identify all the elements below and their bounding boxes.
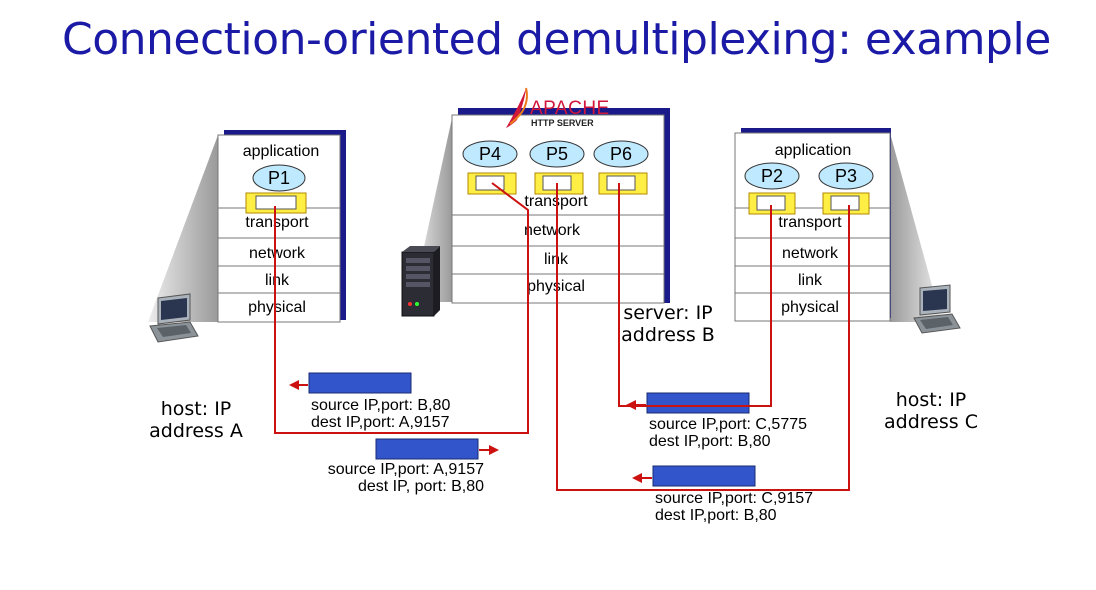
apache-logo-sub: HTTP SERVER bbox=[531, 118, 594, 128]
page-title: Connection-oriented demultiplexing: exam… bbox=[62, 14, 1051, 65]
process-p6 bbox=[593, 140, 649, 168]
segment-2 bbox=[375, 438, 479, 460]
laptop-icon bbox=[149, 293, 199, 343]
server-b: P4 P5 P6 transport network link physical bbox=[412, 108, 670, 304]
host-a-socket bbox=[245, 192, 307, 214]
segment-1 bbox=[308, 372, 412, 394]
flow-arrows bbox=[274, 182, 850, 491]
process-p2 bbox=[744, 162, 800, 190]
host-c-link-label: link bbox=[798, 272, 823, 289]
segment-1-text: source IP,port: B,80 dest IP,port: A,915… bbox=[311, 397, 450, 431]
process-p2-label: P2 bbox=[761, 166, 783, 186]
server-socket-p5 bbox=[534, 172, 584, 195]
segment-4-source: source IP,port: C,9157 bbox=[655, 490, 814, 507]
server-network-label: network bbox=[524, 222, 581, 239]
process-p6-label: P6 bbox=[610, 144, 632, 164]
segment-3-text: source IP,port: C,5775 dest IP,port: B,8… bbox=[649, 416, 807, 450]
host-a-caption: host: IP address A bbox=[146, 398, 246, 442]
apache-logo: APACHE HTTP SERVER bbox=[506, 87, 610, 128]
segment-1-dest: dest IP,port: A,9157 bbox=[311, 414, 450, 431]
flow-p2-p6 bbox=[618, 183, 772, 407]
segment-4-text: source IP,port: C,9157 dest IP,port: B,8… bbox=[655, 490, 813, 524]
host-c-caption-line2: address C bbox=[884, 411, 978, 433]
segment-4-dest: dest IP,port: B,80 bbox=[655, 507, 777, 524]
host-a-link-label: link bbox=[265, 272, 290, 289]
process-p1-label: P1 bbox=[268, 168, 290, 188]
process-p1 bbox=[252, 164, 306, 192]
segment-2-dest: dest IP, port: B,80 bbox=[357, 478, 484, 495]
host-c-caption-line1: host: IP bbox=[895, 389, 967, 411]
server-caption-line2: address B bbox=[621, 324, 715, 346]
segment-1-source: source IP,port: B,80 bbox=[311, 397, 451, 414]
server-caption-line1: server: IP bbox=[623, 302, 713, 324]
segment-3 bbox=[646, 392, 750, 414]
host-c-application-label: application bbox=[775, 142, 852, 159]
host-a-transport-label: transport bbox=[245, 214, 309, 231]
segment-3-source: source IP,port: C,5775 bbox=[649, 416, 808, 433]
laptop-icon bbox=[913, 284, 961, 334]
segment-3-dest: dest IP,port: B,80 bbox=[649, 433, 771, 450]
host-c-physical-label: physical bbox=[781, 299, 839, 316]
host-a-application-label: application bbox=[243, 143, 320, 160]
host-a: application P1 transport network link ph… bbox=[148, 130, 346, 323]
server-caption: server: IP address B bbox=[613, 302, 723, 346]
host-a-network-label: network bbox=[249, 245, 306, 262]
server-tower-icon bbox=[401, 246, 440, 317]
host-a-physical-label: physical bbox=[248, 299, 306, 316]
process-p3-label: P3 bbox=[835, 166, 857, 186]
host-c-caption: host: IP address C bbox=[876, 389, 986, 433]
host-c-transport-label: transport bbox=[778, 214, 842, 231]
apache-logo-name: APACHE bbox=[530, 98, 610, 119]
process-p4-label: P4 bbox=[479, 144, 501, 164]
host-c-beam bbox=[890, 133, 942, 322]
segment-2-text: source IP,port: A,9157 dest IP, port: B,… bbox=[314, 461, 484, 495]
host-c-network-label: network bbox=[782, 245, 839, 262]
host-c: application P2 P3 transport network link… bbox=[734, 128, 942, 322]
flow-p3-p5 bbox=[556, 183, 850, 491]
process-p4 bbox=[462, 140, 518, 168]
process-p3 bbox=[818, 162, 874, 190]
segment-2-source: source IP,port: A,9157 bbox=[327, 461, 484, 478]
host-c-socket-p2 bbox=[748, 192, 796, 215]
host-a-caption-line1: host: IP bbox=[160, 398, 232, 420]
process-p5-label: P5 bbox=[546, 144, 568, 164]
process-p5 bbox=[529, 140, 585, 168]
host-c-socket-p3 bbox=[822, 192, 870, 215]
host-a-caption-line2: address A bbox=[149, 420, 243, 442]
flow-p4-host-a bbox=[274, 182, 529, 434]
server-socket-p6 bbox=[598, 172, 648, 195]
segment-4 bbox=[652, 465, 756, 487]
host-a-beam bbox=[148, 135, 218, 322]
